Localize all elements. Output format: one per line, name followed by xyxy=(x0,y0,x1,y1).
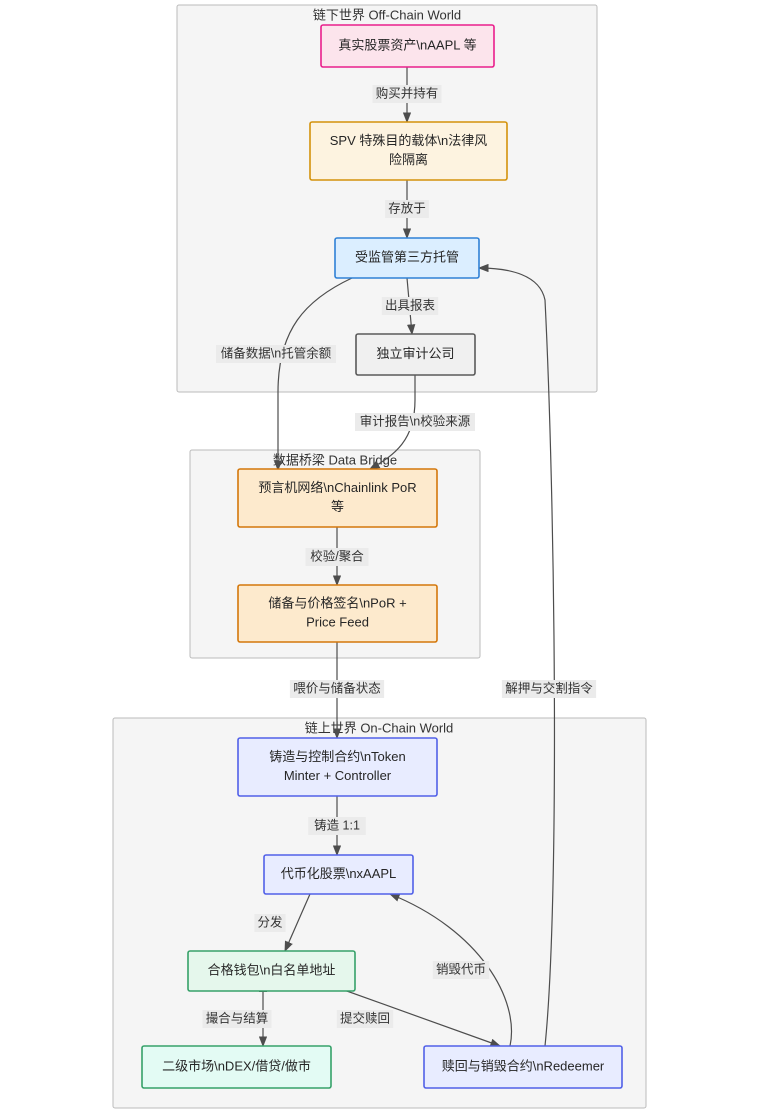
edge-label-bg xyxy=(381,297,439,315)
edge-e13: 解押与交割指令 xyxy=(477,263,597,1047)
cluster-box xyxy=(176,4,598,393)
node-label-text: 险隔离 xyxy=(389,152,428,167)
node-box[interactable] xyxy=(309,121,508,181)
node-box[interactable] xyxy=(423,1045,623,1089)
edge-e1: 购买并持有 xyxy=(372,67,442,124)
node-label-text: 二级市场\nDEX/借贷/做市 xyxy=(162,1058,311,1073)
node-box[interactable] xyxy=(237,737,438,797)
node-label-text: Minter + Controller xyxy=(284,768,392,783)
edge-e8: 铸造 1:1 xyxy=(308,796,366,857)
edge-e5: 审计报告\n校验来源 xyxy=(355,375,475,470)
node-label-text: 等 xyxy=(331,499,344,514)
node-label-text: 受监管第三方托管 xyxy=(355,249,459,264)
node-label-text: 赎回与销毁合约\nRedeemer xyxy=(442,1058,605,1073)
node-group: 真实股票资产\nAAPL 等 SPV 特殊目的载体\n法律风险隔离受监管第三方托管… xyxy=(141,24,623,1089)
cluster-label-bg xyxy=(304,7,470,25)
edge-label-bg xyxy=(501,680,597,698)
cluster-label-text: 链下世界 Off-Chain World xyxy=(313,7,461,22)
edge-label-text: 校验/聚合 xyxy=(310,548,364,563)
edge-label-bg xyxy=(432,961,490,979)
node-label-text: 真实股票资产\nAAPL 等 xyxy=(338,37,476,52)
node-label-text: 铸造与控制合约\nToken xyxy=(269,749,406,764)
node-box[interactable] xyxy=(334,237,480,279)
edge-group: 购买并持有存放于出具报表储备数据\n托管余额审计报告\n校验来源校验/聚合喂价与… xyxy=(202,67,597,1048)
edge-label-bg xyxy=(216,345,336,363)
edge-label-bg xyxy=(355,413,475,431)
node-box[interactable] xyxy=(237,468,438,528)
cluster-label-text: 链上世界 On-Chain World xyxy=(305,720,454,735)
node-box[interactable] xyxy=(141,1045,332,1089)
edge-line xyxy=(329,984,502,1047)
node-box[interactable] xyxy=(320,24,495,68)
edge-label-text: 分发 xyxy=(257,914,283,929)
node-xaapl[interactable]: 代币化股票\nxAAPL xyxy=(263,854,414,895)
node-label-text: SPV 特殊目的载体\n法律风 xyxy=(330,133,487,148)
edge-label-text: 喂价与储备状态 xyxy=(293,680,381,695)
node-box[interactable] xyxy=(187,950,356,992)
node-market[interactable]: 二级市场\nDEX/借贷/做市 xyxy=(141,1045,332,1089)
node-realstock[interactable]: 真实股票资产\nAAPL 等 xyxy=(320,24,495,68)
edge-line xyxy=(477,263,556,1047)
edge-label-bg xyxy=(289,680,385,698)
node-box[interactable] xyxy=(355,333,476,376)
edge-label-text: 提交赎回 xyxy=(340,1010,390,1025)
cluster-offchain: 链下世界 Off-Chain World xyxy=(176,4,598,393)
node-box[interactable] xyxy=(263,854,414,895)
edge-e12: 销毁代币 xyxy=(388,893,512,1047)
node-wallet[interactable]: 合格钱包\n白名单地址 xyxy=(187,950,356,992)
node-redeemer[interactable]: 赎回与销毁合约\nRedeemer xyxy=(423,1045,623,1089)
edge-e9: 分发 xyxy=(254,893,311,953)
edge-e4: 储备数据\n托管余额 xyxy=(216,277,353,472)
edge-label-bg xyxy=(305,548,369,566)
node-box[interactable] xyxy=(237,584,438,643)
edge-label-text: 储备数据\n托管余额 xyxy=(221,345,332,360)
node-label-text: 代币化股票\nxAAPL xyxy=(281,866,397,881)
edge-line xyxy=(284,893,311,953)
edge-e3: 出具报表 xyxy=(381,277,439,336)
edge-e6: 校验/聚合 xyxy=(305,527,369,587)
node-label-text: 储备与价格签名\nPoR + xyxy=(268,595,406,610)
edge-label-bg xyxy=(372,85,442,103)
edge-label-bg xyxy=(308,817,366,835)
edge-e10: 撮合与结算 xyxy=(202,981,272,1048)
edge-label-text: 撮合与结算 xyxy=(206,1010,269,1025)
node-oracle[interactable]: 预言机网络\nChainlink PoR 等 xyxy=(237,468,438,528)
edge-line xyxy=(368,375,416,470)
node-label-text: 合格钱包\n白名单地址 xyxy=(208,962,336,977)
edge-label-text: 铸造 1:1 xyxy=(314,817,360,832)
edge-label-text: 出具报表 xyxy=(385,297,436,312)
node-label-text: 预言机网络\nChainlink PoR xyxy=(258,480,416,495)
edge-label-bg xyxy=(254,914,286,932)
edge-e7: 喂价与储备状态 xyxy=(289,642,385,740)
edge-label-bg xyxy=(336,1010,394,1028)
edge-e11: 提交赎回 xyxy=(329,984,502,1047)
edge-label-bg xyxy=(385,200,429,218)
edge-label-text: 存放于 xyxy=(388,200,426,215)
edge-label-bg xyxy=(202,1010,272,1028)
node-label-text: Price Feed xyxy=(306,614,369,629)
node-custody[interactable]: 受监管第三方托管 xyxy=(334,237,480,279)
node-label-text: 独立审计公司 xyxy=(376,346,454,361)
edge-label-text: 审计报告\n校验来源 xyxy=(360,413,471,428)
edge-e2: 存放于 xyxy=(385,180,429,240)
cluster-label-text: 数据桥梁 Data Bridge xyxy=(273,452,397,467)
edge-label-text: 解押与交割指令 xyxy=(505,680,593,695)
node-auditor[interactable]: 独立审计公司 xyxy=(355,333,476,376)
edge-label-text: 购买并持有 xyxy=(376,85,439,100)
node-feed[interactable]: 储备与价格签名\nPoR + Price Feed xyxy=(237,584,438,643)
edge-label-text: 销毁代币 xyxy=(436,961,486,976)
edge-line xyxy=(273,277,353,472)
